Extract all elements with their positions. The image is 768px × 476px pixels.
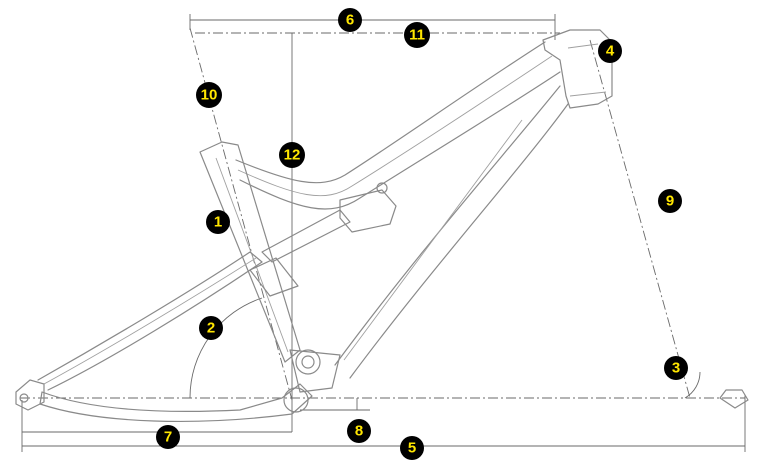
svg-text:11: 11 (409, 27, 425, 44)
svg-text:10: 10 (201, 87, 218, 104)
marker-6: 6 (338, 8, 362, 32)
marker-11: 11 (404, 22, 430, 48)
marker-2: 2 (199, 316, 223, 340)
svg-text:7: 7 (164, 429, 172, 446)
marker-3: 3 (664, 356, 688, 380)
svg-text:4: 4 (606, 43, 615, 60)
marker-7: 7 (156, 425, 180, 449)
marker-9: 9 (658, 189, 682, 213)
svg-text:6: 6 (346, 12, 354, 29)
svg-text:1: 1 (214, 214, 222, 231)
marker-10: 10 (196, 82, 222, 108)
svg-text:5: 5 (408, 440, 416, 457)
marker-5: 5 (400, 436, 424, 460)
marker-8: 8 (347, 419, 371, 443)
svg-text:3: 3 (672, 360, 680, 377)
dimension-lines (20, 14, 746, 452)
marker-4: 4 (598, 39, 622, 63)
marker-12: 12 (279, 142, 305, 168)
svg-text:8: 8 (355, 423, 363, 440)
frame-outline (15, 29, 749, 423)
svg-text:12: 12 (284, 147, 301, 164)
svg-text:2: 2 (207, 320, 215, 337)
marker-1: 1 (206, 210, 230, 234)
svg-text:9: 9 (666, 193, 674, 210)
